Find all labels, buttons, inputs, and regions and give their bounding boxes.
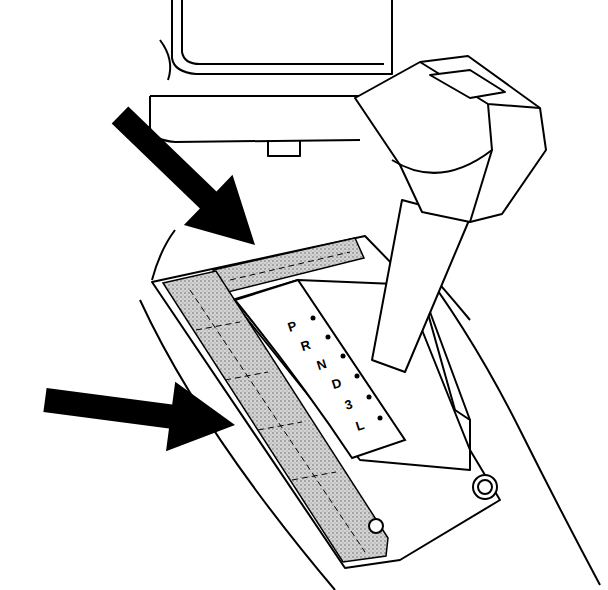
background-lines [140,0,600,590]
gear-dots [311,316,383,421]
screw [369,475,497,533]
gear-indicator [235,280,405,458]
pointer-arrow [43,106,255,451]
shift-lever [355,56,546,372]
